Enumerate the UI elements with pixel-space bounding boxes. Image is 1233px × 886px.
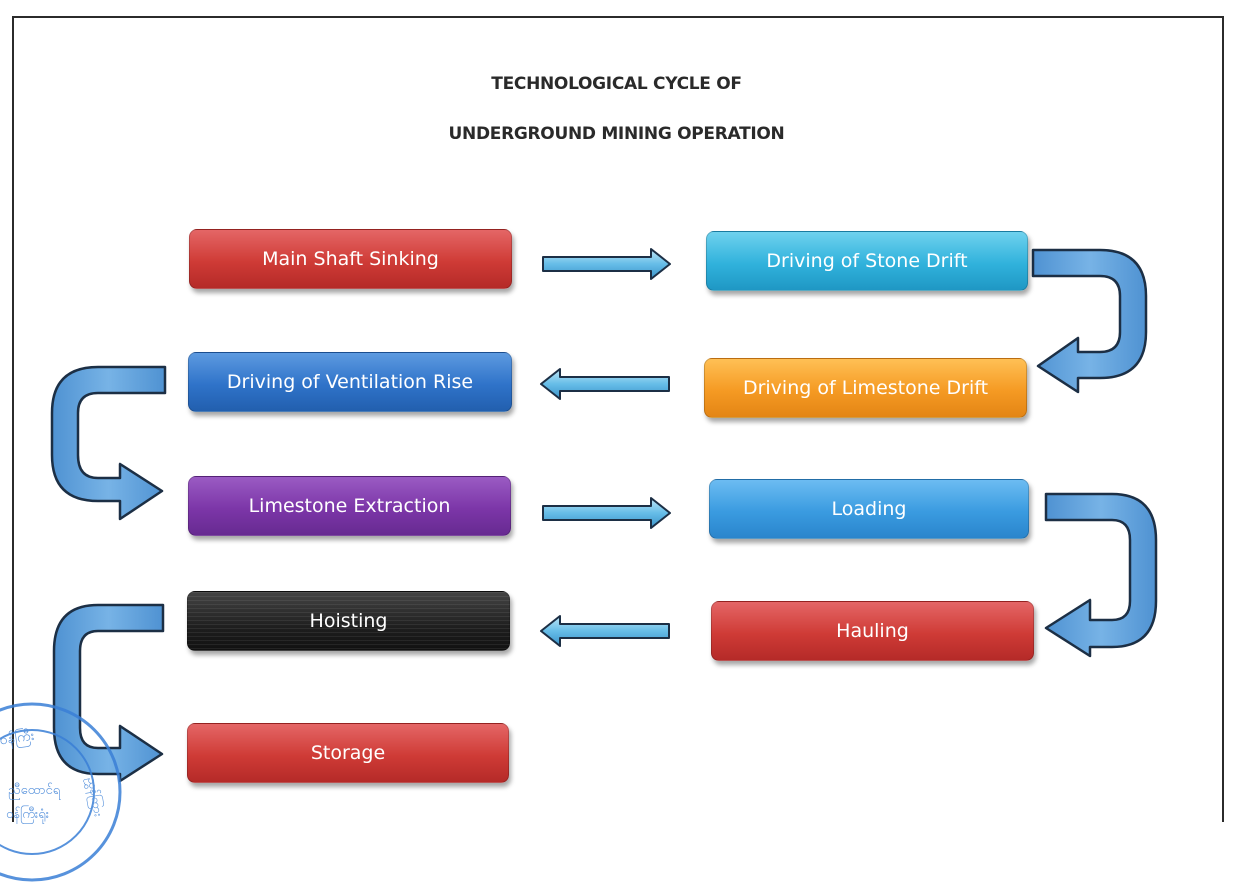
connector-arrows	[50, 248, 1158, 783]
svg-text:ညီထောင်ရ: ညီထောင်ရ	[8, 782, 61, 800]
official-stamp: ဝန်ကြီး ညီထောင်ရ ဝန်ကြီးရုံး ညွှန်ကြား	[0, 702, 122, 882]
step-main-shaft-sinking: Main Shaft Sinking	[189, 229, 512, 289]
svg-text:ညွှန်ကြား: ညွှန်ကြား	[82, 776, 108, 818]
arrow-left-limestone-to-ventilation	[540, 368, 670, 400]
arrow-left-hauling-to-hoisting	[540, 615, 670, 647]
uturn-arrow-loading-to-hauling	[1044, 492, 1158, 658]
uturn-arrow-ventilation-to-extraction	[50, 365, 167, 521]
step-driving-ventilation-rise: Driving of Ventilation Rise	[188, 352, 512, 412]
diagram-frame	[12, 16, 1224, 822]
step-hauling: Hauling	[711, 601, 1034, 661]
step-loading: Loading	[709, 479, 1029, 539]
step-limestone-extraction: Limestone Extraction	[188, 476, 511, 536]
step-hoisting: Hoisting	[187, 591, 510, 651]
step-storage: Storage	[187, 723, 509, 783]
diagram-title-line-1: TECHNOLOGICAL CYCLE OF	[491, 74, 742, 94]
arrow-right-shaft-to-stone	[542, 248, 671, 280]
arrow-right-extraction-to-loading	[542, 497, 671, 529]
step-driving-limestone-drift: Driving of Limestone Drift	[704, 358, 1027, 418]
diagram-title-line-2: UNDERGROUND MINING OPERATION	[448, 124, 785, 144]
svg-text:ဝန်ကြီး: ဝန်ကြီး	[0, 727, 36, 751]
uturn-arrow-stone-to-limestone	[1031, 248, 1148, 394]
step-driving-stone-drift: Driving of Stone Drift	[706, 231, 1028, 291]
svg-text:ဝန်ကြီးရုံး: ဝန်ကြီးရုံး	[6, 805, 49, 824]
